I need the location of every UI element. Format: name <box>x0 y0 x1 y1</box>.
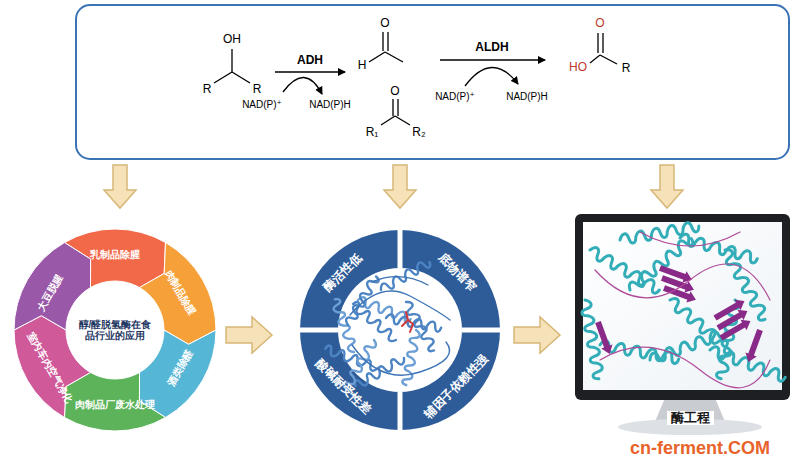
cycle-arrow <box>65 372 166 431</box>
watermark: cn-ferment.COM <box>630 439 770 459</box>
node-text: 辅因子依赖性强 <box>422 352 491 421</box>
cycle-center-text: 醇/醛脱氢酶在食品行业的应用 <box>78 319 152 342</box>
helix <box>708 345 787 382</box>
ring-quadrant: 酸碱耐受性差 <box>313 357 374 418</box>
cycle-ring <box>14 229 216 431</box>
chem-text: HO <box>569 61 587 74</box>
chem-label: R <box>203 83 212 96</box>
chem-text: R <box>622 62 631 75</box>
node-text: 酒类除醛 <box>165 347 195 387</box>
cycle-label: 室内车内空气净化 <box>25 330 75 405</box>
node-text: 酶工程 <box>671 411 710 426</box>
chem-text: O <box>380 17 389 30</box>
helix <box>580 299 604 380</box>
chem-label: OH <box>223 33 241 46</box>
chem-label: R₂ <box>412 126 425 139</box>
loop <box>595 232 770 388</box>
chem-label: R <box>622 62 631 75</box>
node-text: 醇/醛脱氢酶在食品行业的应用 <box>78 319 152 342</box>
node-text: 肉制品除腥 <box>162 268 197 317</box>
chem-text: O <box>595 17 604 30</box>
chem-label: NAD(P)H <box>506 91 548 102</box>
ring-quadrant: 底物谱窄 <box>435 251 479 295</box>
helix <box>356 296 412 324</box>
node-text: 底物谱窄 <box>435 251 479 295</box>
monitor-screen <box>583 222 782 390</box>
loop <box>350 277 450 376</box>
helix <box>587 245 662 294</box>
chem-label: H <box>358 59 367 72</box>
chem-text: NAD(P)H <box>506 91 548 102</box>
cycle-label: 肉制品厂废水处理 <box>75 399 155 411</box>
cycle-label: 大豆脱腥 <box>35 272 65 312</box>
chem-label: R₁ <box>366 126 379 139</box>
node-text: 肉制品厂废水处理 <box>75 399 155 411</box>
node-text: 酶活性低 <box>321 251 365 295</box>
ligand <box>402 312 413 332</box>
helix <box>385 314 442 333</box>
chem-label: O <box>595 17 604 30</box>
protein-model <box>580 221 787 388</box>
chem-label: R <box>253 83 262 96</box>
chem-text: R <box>203 83 212 96</box>
cycle-center <box>68 283 162 377</box>
chem-text: ADH <box>297 54 323 67</box>
watermark-text: cn-ferment.COM <box>630 439 770 459</box>
ring-quadrant: 酶活性低 <box>321 251 365 295</box>
sheet <box>718 316 753 343</box>
helix <box>344 274 380 327</box>
chem-text: R <box>253 83 262 96</box>
chem-text: OH <box>223 33 241 46</box>
node-text: 酸碱耐受性差 <box>313 357 374 418</box>
ring-center <box>338 268 462 392</box>
node-text: 大豆脱腥 <box>35 272 65 312</box>
monitor-caption: 酶工程 <box>667 411 714 426</box>
chem-label: O <box>380 17 389 30</box>
chem-text: H <box>358 59 367 72</box>
chem-text: O <box>390 85 399 98</box>
chemical-bonds <box>214 32 617 125</box>
helix <box>379 258 432 294</box>
chem-text: ALDH <box>475 41 508 54</box>
chem-label: NAD(P)⁺ <box>435 91 475 102</box>
ring-quadrant: 辅因子依赖性强 <box>422 352 491 421</box>
sheet <box>592 320 615 356</box>
chem-text: NAD(P)⁺ <box>242 99 282 110</box>
chem-text: NAD(P)H <box>309 99 351 110</box>
chem-label: NAD(P)⁺ <box>242 99 282 110</box>
node-text: 室内车内空气净化 <box>25 330 75 405</box>
chem-label: HO <box>569 61 587 74</box>
reaction-panel <box>76 5 789 159</box>
ring-dividers <box>298 228 502 432</box>
sheet <box>743 328 766 364</box>
cycle-label: 乳制品除腥 <box>90 249 140 261</box>
chem-text: R₁ <box>366 126 379 139</box>
node-text: 乳制品除腥 <box>90 249 140 261</box>
chem-text: NAD(P)⁺ <box>435 91 475 102</box>
chem-label: O <box>390 85 399 98</box>
monitor-bezel <box>575 214 790 400</box>
chem-label: ADH <box>297 54 323 67</box>
cycle-label: 酒类除醛 <box>165 347 195 387</box>
cycle-label: 肉制品除腥 <box>162 268 197 317</box>
chem-label: ALDH <box>475 41 508 54</box>
chem-label: NAD(P)H <box>309 99 351 110</box>
chem-text: R₂ <box>412 126 425 139</box>
